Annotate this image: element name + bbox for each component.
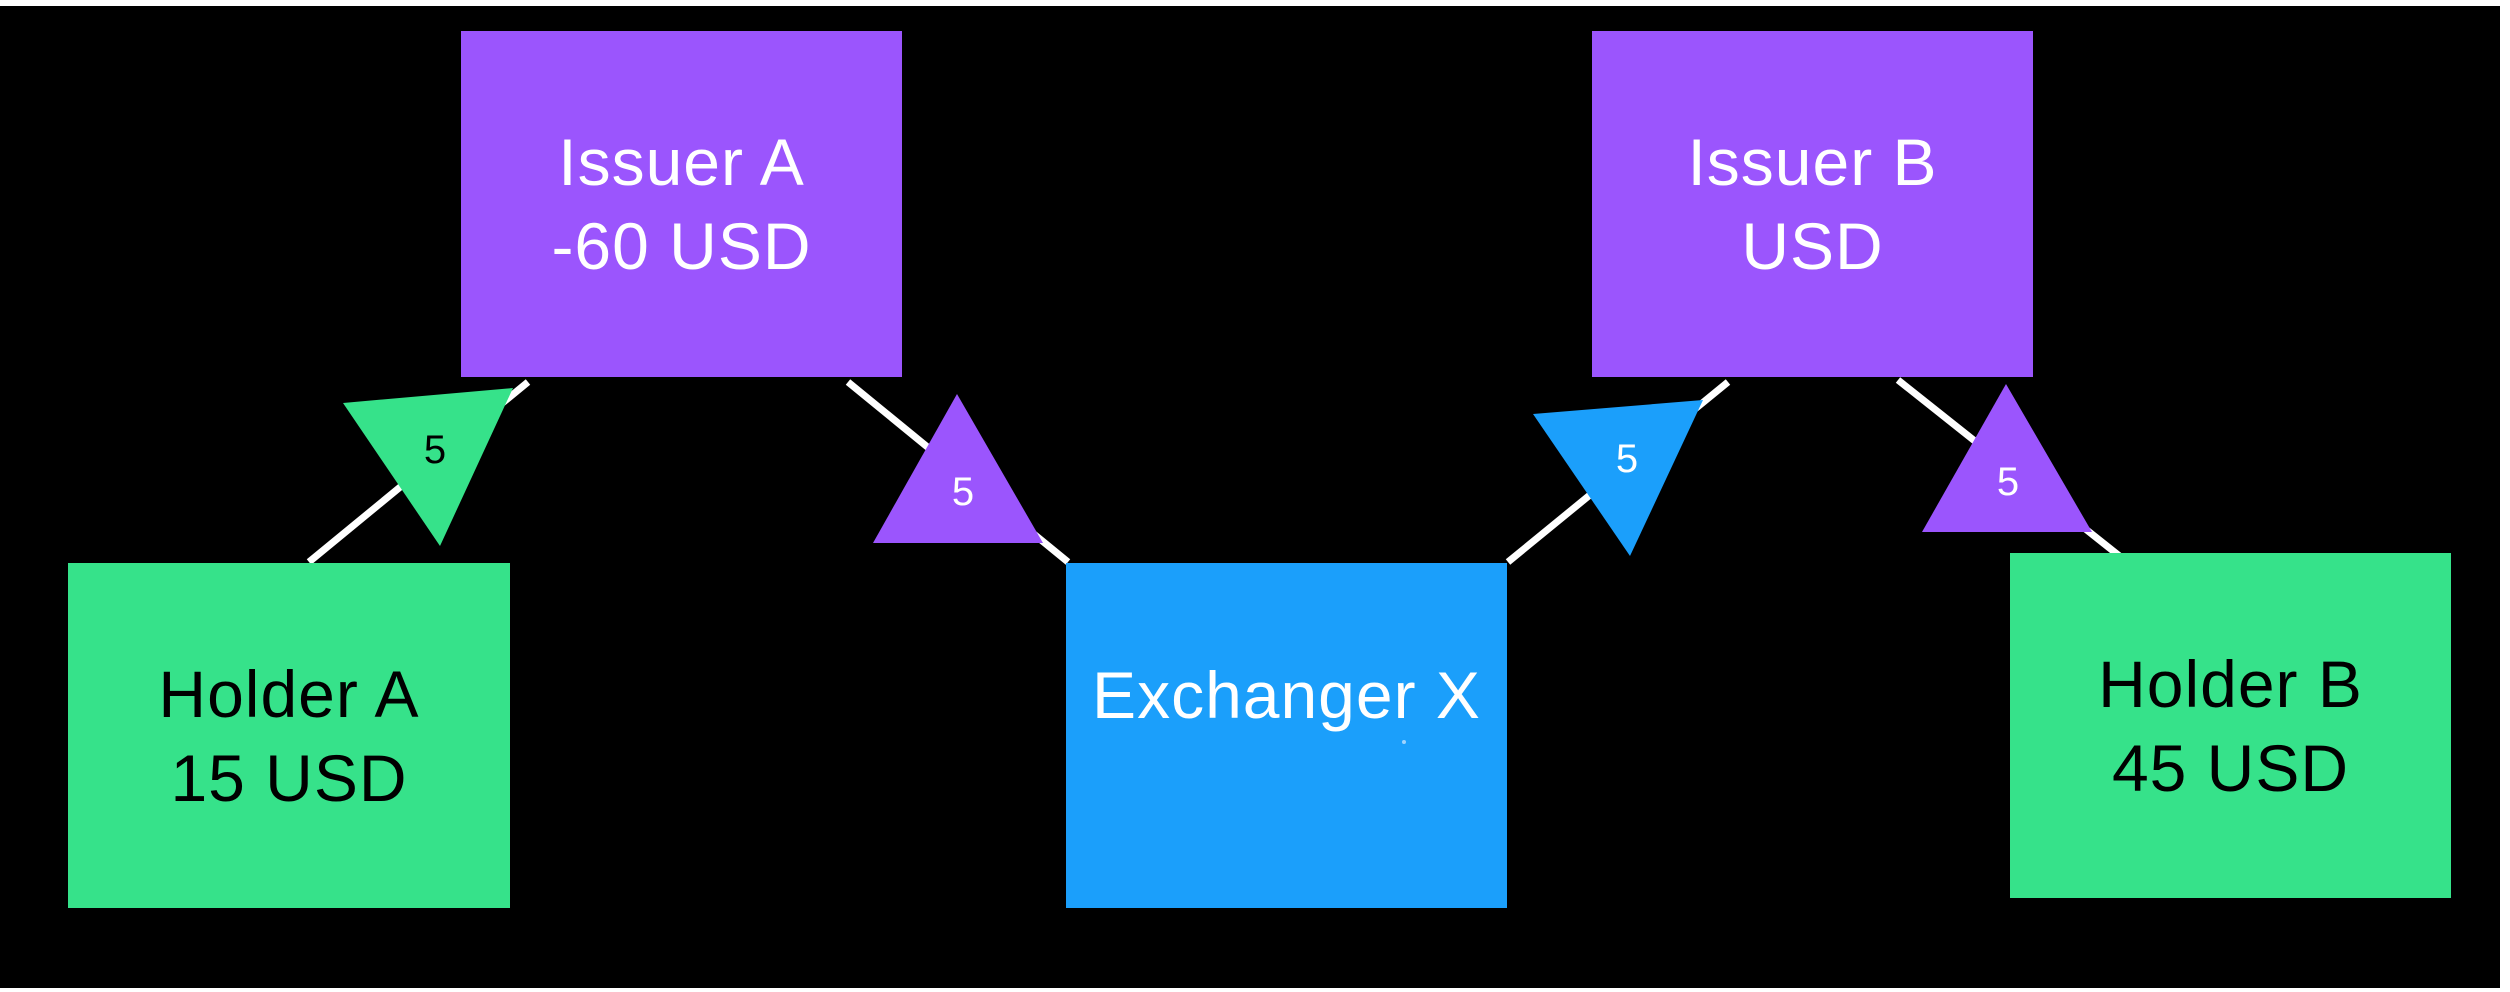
node-holder-a-amount: 15 USD [170,740,408,815]
node-issuer-b-amount: USD [1741,209,1884,283]
node-issuer-b-name: Issuer B [1687,125,1938,199]
node-exchanger-x-name: Exchanger X [1092,658,1481,732]
edge-label-exchanger-issuer-b: 5 [1616,437,1638,481]
node-holder-a: Holder A 15 USD [68,563,510,908]
edge-label-issuer-a-exchanger: 5 [952,470,974,514]
node-issuer-a: Issuer A -60 USD [461,31,902,377]
edge-label-holder-a-issuer-a: 5 [424,428,446,472]
edge-label-issuer-b-holder-b: 5 [1997,460,2019,504]
edge-marker-holder-a-issuer-a [343,388,513,546]
node-holder-a-name: Holder A [158,656,420,731]
node-exchanger-x: Exchanger X [1066,563,1507,908]
edge-marker-issuer-b-holder-b [1922,384,2092,532]
edge-marker-exchanger-issuer-b [1533,400,1703,556]
node-holder-b-amount: 45 USD [2111,730,2350,805]
node-issuer-a-amount: -60 USD [551,209,812,283]
node-issuer-b: Issuer B USD [1592,31,2033,377]
node-holder-b-name: Holder B [2098,646,2363,721]
node-issuer-a-name: Issuer A [558,125,805,199]
node-holder-b: Holder B 45 USD [2010,553,2451,898]
exchanger-dot [1402,740,1406,744]
edge-marker-issuer-a-exchanger [873,394,1043,543]
